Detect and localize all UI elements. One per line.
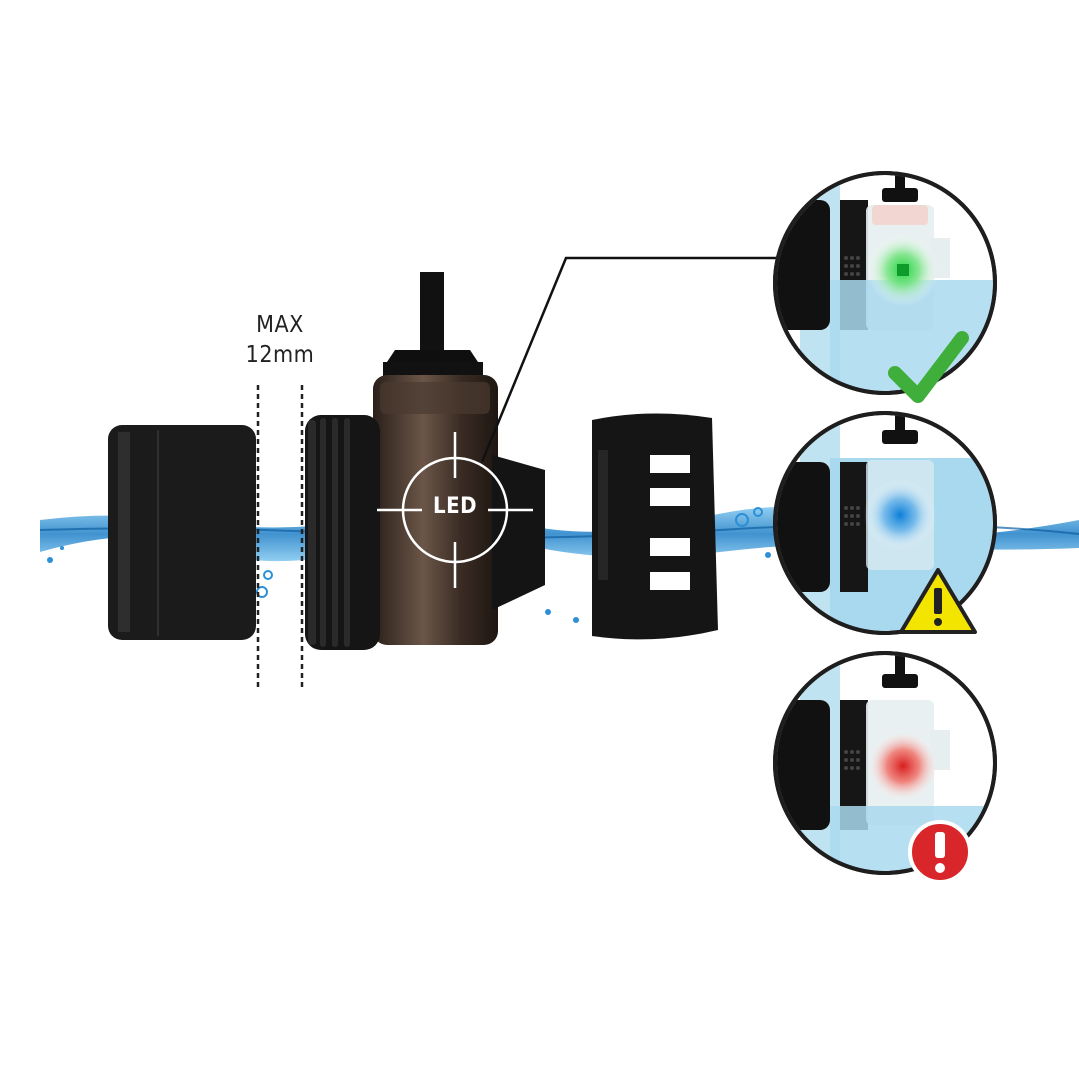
warning-icon xyxy=(899,568,977,634)
max-label-line2: 12mm xyxy=(245,342,315,368)
status-circle-blue xyxy=(773,411,997,635)
alert-icon xyxy=(908,820,972,884)
check-icon xyxy=(888,331,969,403)
led-crosshair xyxy=(377,432,533,588)
max-label-line1: MAX xyxy=(256,312,304,338)
front-cage xyxy=(592,413,718,640)
led-blue-glow xyxy=(864,479,936,551)
led-red-glow xyxy=(867,730,939,802)
outer-magnet xyxy=(108,425,256,640)
led-label: LED xyxy=(432,494,478,519)
max-thickness-label: MAX 12mm xyxy=(237,310,323,370)
status-circle-green xyxy=(773,171,997,395)
callout-line xyxy=(480,256,780,463)
status-circle-red xyxy=(773,651,997,875)
pump-body xyxy=(305,272,545,650)
